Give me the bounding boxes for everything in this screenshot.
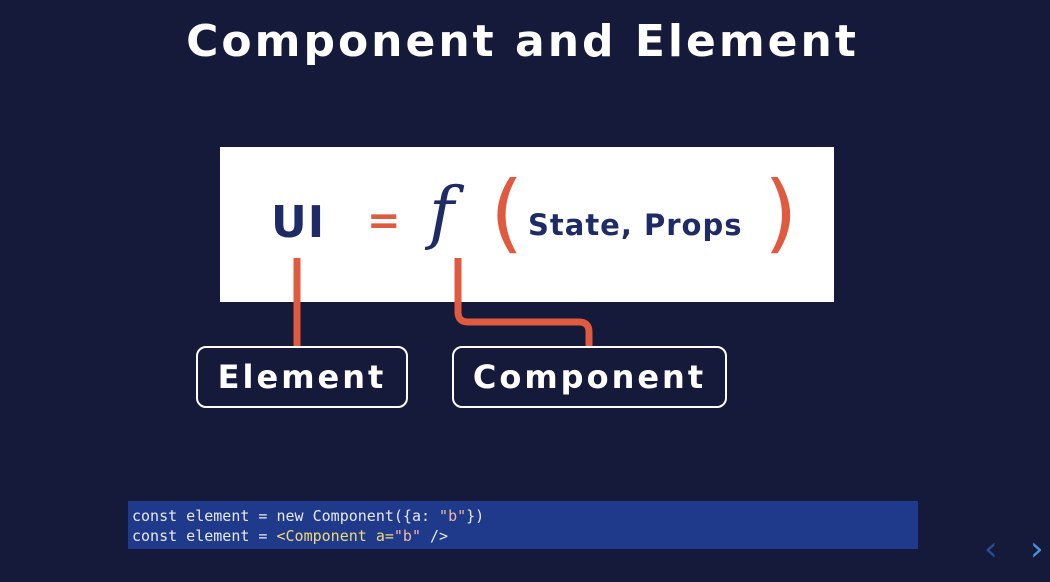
formula-box xyxy=(220,147,834,302)
formula-equals: = xyxy=(367,198,401,244)
component-connector xyxy=(454,258,593,347)
chevron-right-icon[interactable]: › xyxy=(1030,529,1044,569)
code-line-1: const element = new Component({a: "b"}) xyxy=(132,507,485,525)
component-label-text: Component xyxy=(472,358,707,396)
formula-function: f xyxy=(429,174,455,253)
code-block: const element = new Component({a: "b"}) … xyxy=(128,501,918,549)
formula-open-paren: ( xyxy=(490,163,524,263)
slide-title: Component and Element xyxy=(186,16,859,67)
element-label-text: Element xyxy=(217,358,387,396)
formula-ui: UI xyxy=(271,197,326,248)
formula-args: State, Props xyxy=(528,208,743,242)
element-label: Element xyxy=(196,346,408,408)
formula-close-paren: ) xyxy=(764,163,798,263)
component-label: Component xyxy=(452,346,727,408)
chevron-left-icon[interactable]: ‹ xyxy=(984,529,998,569)
code-line-2: const element = <Component a="b" /> xyxy=(132,527,449,545)
